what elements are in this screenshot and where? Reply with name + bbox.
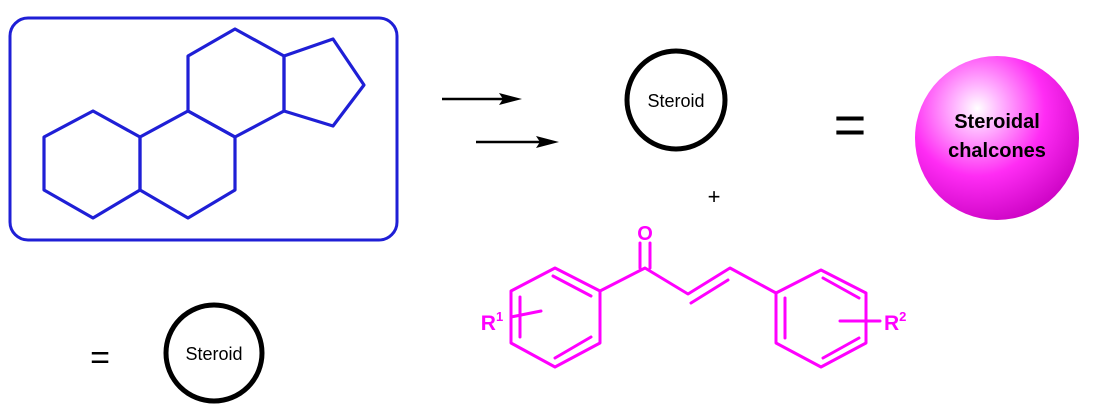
carbonyl-oxygen: O xyxy=(637,223,653,245)
equals-sign-bottom: = xyxy=(90,339,110,377)
r1-superscript: 1 xyxy=(496,309,503,324)
steroid-label-top: Steroid xyxy=(647,91,704,111)
aryl-ring-left xyxy=(509,266,602,369)
steroid-skeleton xyxy=(42,27,366,220)
alkene-double-bond xyxy=(689,278,730,305)
arrow-head-1 xyxy=(499,93,522,105)
r2-label: R2 xyxy=(884,309,906,335)
steroid-circle-bottom: Steroid xyxy=(163,302,265,404)
chalcone-structure: O R1 R2 xyxy=(481,223,906,369)
ring-a xyxy=(42,109,142,220)
enone-chain xyxy=(598,266,778,296)
steroid-ring-top xyxy=(624,48,728,152)
r2-superscript: 2 xyxy=(899,309,906,324)
arrow-head-2 xyxy=(536,136,559,148)
aromatic-bond-right-3 xyxy=(821,336,861,360)
product-label-line1: Steroidal xyxy=(954,111,1040,133)
steroid-core-box xyxy=(8,16,399,242)
ring-c xyxy=(186,27,286,139)
aromatic-bond-right-1 xyxy=(821,276,861,300)
plus-sign: + xyxy=(708,184,721,209)
r1-label: R1 xyxy=(481,309,503,335)
r1-substituent-bond xyxy=(509,309,543,319)
ring-b xyxy=(138,109,237,220)
aromatic-bond-left-3 xyxy=(553,335,593,360)
aryl-ring-right xyxy=(774,268,868,369)
reaction-arrows xyxy=(442,93,559,148)
product-label-line2: chalcones xyxy=(948,140,1046,162)
core-frame xyxy=(8,16,399,242)
ring-d xyxy=(282,37,366,128)
equals-sign-top: = xyxy=(834,93,867,156)
aromatic-bond-left-1 xyxy=(551,274,593,298)
steroid-label-bottom: Steroid xyxy=(185,344,242,364)
steroid-circle-top: Steroid xyxy=(624,48,728,152)
steroid-ring-bottom xyxy=(163,302,265,404)
product-sphere: Steroidal chalcones xyxy=(915,56,1079,220)
sphere-ball xyxy=(915,56,1079,220)
